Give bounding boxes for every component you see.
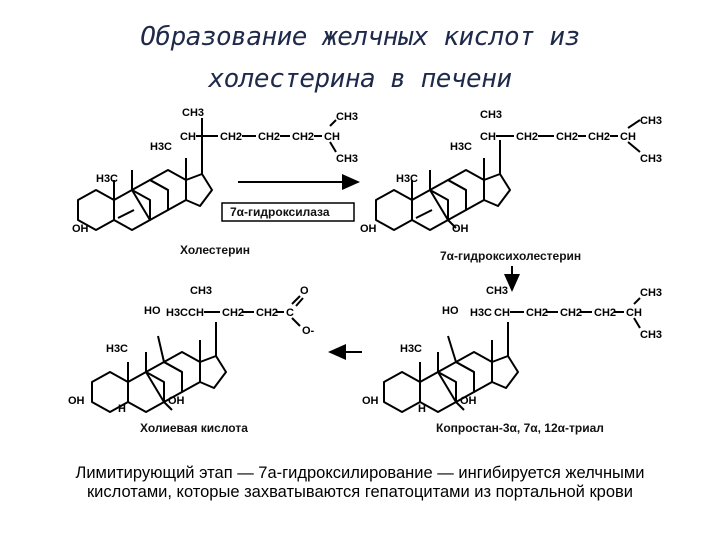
atom-label: CH bbox=[188, 307, 204, 319]
atom-label: OH bbox=[362, 395, 379, 407]
compound-label-hydroxycholesterol: 7α-гидроксихолестерин bbox=[440, 249, 581, 263]
atom-label: HO bbox=[144, 305, 161, 317]
atom-label: H bbox=[418, 403, 426, 415]
compound-label-coprostane: Копростан-3α, 7α, 12α-триал bbox=[436, 421, 604, 435]
coprostane-structure bbox=[383, 322, 519, 413]
atom-label: CH2 bbox=[256, 307, 278, 319]
atom-label: H3C bbox=[450, 141, 472, 153]
atom-label: O- bbox=[302, 325, 315, 337]
atom-label: CH2 bbox=[292, 131, 314, 143]
atom-label: CH bbox=[620, 131, 636, 143]
reaction-scheme: OH H3C H3C CH3 CH CH2 CH2 CH2 CH CH3 CH3… bbox=[68, 107, 662, 435]
atom-label: CH3 bbox=[640, 287, 662, 299]
atom-label: CH3 bbox=[182, 107, 204, 119]
atom-label: H3C bbox=[396, 173, 418, 185]
atom-label: CH bbox=[180, 131, 196, 143]
hydroxycholesterol-atoms: OH OH H3C H3C CH3 CH CH2 CH2 CH2 CH CH3 … bbox=[360, 109, 662, 235]
title-line-1: Образование желчных кислот из bbox=[140, 22, 580, 52]
enzyme-box bbox=[221, 202, 355, 222]
atom-label: CH2 bbox=[560, 307, 582, 319]
atom-label: H3C bbox=[96, 173, 118, 185]
atom-label: H bbox=[118, 403, 126, 415]
atom-label: CH3 bbox=[480, 109, 502, 121]
atom-label: C bbox=[286, 307, 294, 319]
title-line-2: холестерина в печени bbox=[208, 64, 512, 94]
atom-label: H3C bbox=[106, 343, 128, 355]
atom-label: CH3 bbox=[190, 285, 212, 297]
atom-label: CH2 bbox=[594, 307, 616, 319]
atom-label: OH bbox=[452, 223, 469, 235]
atom-label: CH2 bbox=[220, 131, 242, 143]
cholic-acid-atoms: OH H OH H3C HO H3C CH3 CH CH2 CH2 C O O- bbox=[68, 285, 315, 415]
atom-label: OH bbox=[72, 223, 89, 235]
atom-label: H3C bbox=[166, 307, 188, 319]
atom-label: OH bbox=[460, 395, 477, 407]
atom-label: CH2 bbox=[526, 307, 548, 319]
atom-label: CH3 bbox=[640, 153, 662, 165]
atom-label: CH3 bbox=[336, 153, 358, 165]
caption: Лимитирующий этап — 7a-гидроксилирование… bbox=[75, 464, 645, 501]
coprostane-atoms: OH H OH H3C HO H3C CH3 CH CH2 CH2 CH2 CH… bbox=[362, 285, 662, 415]
compound-label-cholic-acid: Холиевая кислота bbox=[140, 421, 248, 435]
hydroxycholesterol-structure bbox=[375, 140, 511, 231]
atom-label: CH3 bbox=[640, 329, 662, 341]
atom-label: OH bbox=[360, 223, 377, 235]
atom-label: H3C bbox=[150, 141, 172, 153]
atom-label: H3C bbox=[470, 307, 492, 319]
atom-label: H3C bbox=[400, 343, 422, 355]
enzyme-label: 7α-гидроксилаза bbox=[230, 205, 330, 219]
atom-label: CH2 bbox=[556, 131, 578, 143]
atom-label: CH3 bbox=[640, 115, 662, 127]
atom-label: OH bbox=[68, 395, 85, 407]
atom-label: CH bbox=[324, 131, 340, 143]
atom-label: CH bbox=[494, 307, 510, 319]
atom-label: CH2 bbox=[222, 307, 244, 319]
atom-label: CH3 bbox=[336, 111, 358, 123]
atom-label: CH bbox=[480, 131, 496, 143]
atom-label: CH bbox=[626, 307, 642, 319]
cholesterol-atoms: OH H3C H3C CH3 CH CH2 CH2 CH2 CH CH3 CH3 bbox=[72, 107, 358, 235]
atom-label: CH2 bbox=[588, 131, 610, 143]
atom-label: HO bbox=[442, 305, 459, 317]
atom-label: CH2 bbox=[258, 131, 280, 143]
cholic-acid-structure bbox=[91, 322, 227, 413]
atom-label: OH bbox=[168, 395, 185, 407]
atom-label: CH2 bbox=[516, 131, 538, 143]
compound-label-cholesterol: Холестерин bbox=[180, 243, 250, 257]
atom-label: CH3 bbox=[486, 285, 508, 297]
atom-label: O bbox=[300, 285, 309, 297]
